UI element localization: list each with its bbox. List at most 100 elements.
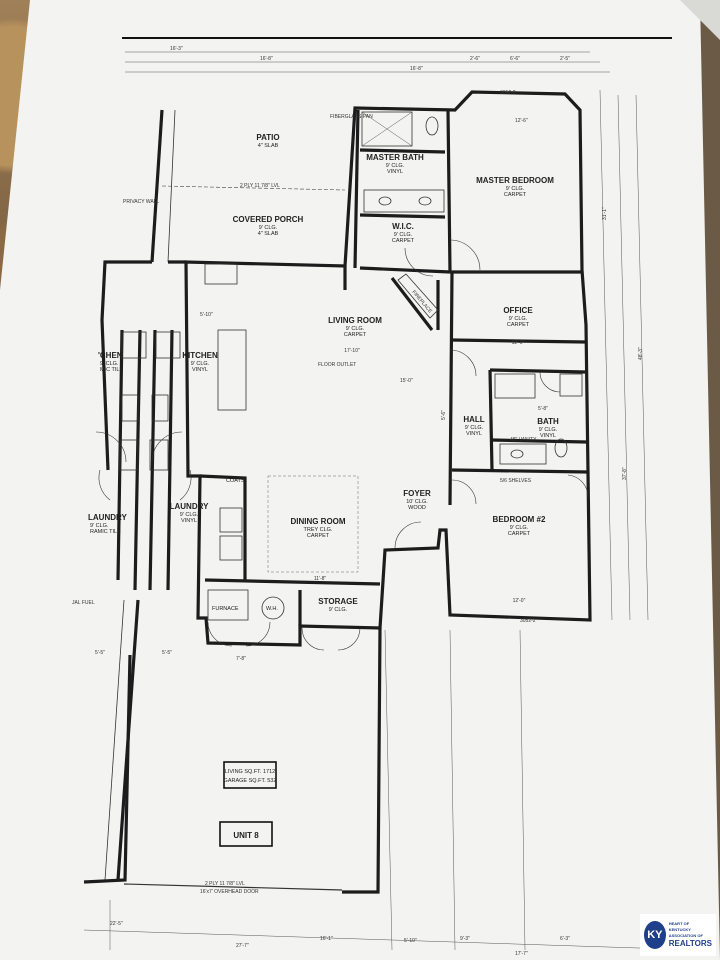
svg-text:TREY CLG.: TREY CLG. [304, 527, 333, 533]
dim-bottom-6: 6'-3" [560, 936, 570, 942]
jal-fuel-note: JAL FUEL [72, 600, 95, 606]
svg-text:9' CLG.: 9' CLG. [509, 316, 528, 322]
realtors-logo: KY HEART OF KENTUCKY ASSOCIATION OF REAL… [640, 914, 716, 956]
pantry-right [149, 439, 169, 471]
dim-top-3: 2'-6" [470, 56, 480, 62]
dim-right-1: 31'-1" [602, 207, 608, 220]
fiberglass-pan-note: FIBERGLASS PAN [330, 114, 373, 120]
shelves-note: 5/6 SHELVES [500, 478, 532, 484]
svg-text:9' CLG.: 9' CLG. [394, 232, 413, 238]
svg-text:BATH: BATH [537, 417, 559, 426]
dim-bottom-1: 22'-5" [110, 921, 123, 927]
tub [494, 373, 536, 399]
svg-text:DINING ROOM: DINING ROOM [290, 517, 345, 526]
svg-text:9' CLG.: 9' CLG. [259, 225, 278, 231]
svg-text:9' CLG.: 9' CLG. [386, 163, 405, 169]
svg-text:HALL: HALL [463, 415, 484, 424]
svg-text:9' CLG.: 9' CLG. [100, 361, 119, 367]
dim-bottom-4: 5'-10" [404, 938, 417, 944]
range-right [155, 331, 181, 359]
label-patio: PATIO 4" SLAB [256, 133, 279, 149]
overhead-door-beam: 2 PLY 11 7/8" LVL [205, 881, 245, 887]
floor-outlet-note: FLOOR OUTLET [318, 362, 356, 368]
ky-heart-icon: KY [644, 921, 666, 949]
svg-text:CARPET: CARPET [504, 192, 527, 198]
fridge-left [121, 394, 139, 422]
svg-text:VINYL: VINYL [387, 169, 403, 175]
window-bottom-label: 3052-2 [520, 618, 536, 624]
dim-garage-2: 5'-5" [162, 650, 172, 656]
living-sqft-note: LIVING SQ.FT. 1712 [225, 769, 275, 775]
toilet-master [425, 116, 439, 136]
pantry-left [119, 439, 139, 471]
dim-top-1: 16'-3" [170, 46, 183, 52]
dim-top-2: 16'-8" [260, 56, 273, 62]
svg-text:LAUNDRY: LAUNDRY [170, 502, 209, 511]
logo-line-1: HEART OF KENTUCKY [668, 921, 691, 932]
svg-text:PATIO: PATIO [256, 133, 279, 142]
label-wic: W.I.C. 9' CLG. CARPET [392, 222, 415, 244]
furnace-box [207, 589, 249, 621]
svg-text:'CHEN: 'CHEN [98, 351, 123, 360]
label-kitchen: KITCHEN 9' CLG. VINYL [182, 351, 218, 373]
unit-label: UNIT 8 [233, 831, 259, 840]
bath-vanity [499, 443, 547, 465]
svg-text:OFFICE: OFFICE [503, 306, 533, 315]
svg-text:STORAGE: STORAGE [318, 597, 358, 606]
kitchen-island [217, 329, 247, 411]
svg-text:9' CLG.: 9' CLG. [191, 361, 210, 367]
dim-top-2b: 16'-8" [410, 66, 423, 72]
toilet-bath [554, 438, 568, 458]
svg-text:9' CLG.: 9' CLG. [510, 525, 529, 531]
svg-text:VINYL: VINYL [181, 518, 197, 524]
svg-text:VINYL: VINYL [466, 431, 482, 437]
svg-text:10' CLG.: 10' CLG. [406, 499, 428, 505]
svg-text:9' CLG.: 9' CLG. [329, 607, 348, 613]
dim-bottom-2: 27'-7" [236, 943, 249, 949]
label-master-bath: MASTER BATH 9' CLG. VINYL [366, 153, 424, 175]
dim-kitchen-width: 5'-10" [200, 312, 213, 318]
svg-text:9' CLG.: 9' CLG. [539, 427, 558, 433]
bath-linen [559, 373, 583, 397]
svg-text:VINYL: VINYL [192, 367, 208, 373]
overhead-door-size: 16'x7' OVERHEAD DOOR [200, 889, 259, 895]
svg-text:9' CLG.: 9' CLG. [506, 186, 525, 192]
svg-text:BEDROOM #2: BEDROOM #2 [493, 515, 546, 524]
range-left [121, 331, 147, 359]
svg-text:CARPET: CARPET [507, 322, 530, 328]
svg-text:MASTER BEDROOM: MASTER BEDROOM [476, 176, 554, 185]
svg-text:17'-10": 17'-10" [344, 348, 360, 354]
label-foyer: FOYER 10' CLG. WOOD [403, 489, 431, 511]
label-wh: W.H. [266, 606, 278, 612]
svg-text:9' CLG.: 9' CLG. [90, 523, 109, 529]
svg-text:CARPET: CARPET [508, 531, 531, 537]
svg-text:RAMIC TILE: RAMIC TILE [90, 529, 121, 535]
label-bath: BATH 9' CLG. VINYL 48" VANITY [510, 417, 559, 443]
label-hall: HALL 9' CLG. VINYL [463, 415, 484, 437]
kitchen-sink [204, 263, 238, 285]
svg-text:LIVING ROOM: LIVING ROOM [328, 316, 382, 325]
svg-text:LAUNDRY: LAUNDRY [88, 513, 127, 522]
label-furnace: FURNACE [212, 606, 239, 612]
dim-bath-width: 5'-8" [538, 406, 548, 412]
water-heater [261, 596, 285, 620]
dim-master-width: 12'-6" [515, 118, 528, 124]
dim-bottom-7: 17'-7" [515, 951, 528, 957]
label-laundry-left: LAUNDRY 9' CLG. RAMIC TILE [88, 513, 127, 535]
svg-text:VINYL: VINYL [540, 433, 556, 439]
svg-text:W.I.C.: W.I.C. [392, 222, 414, 231]
paper-corner [680, 0, 720, 40]
svg-text:WOOD: WOOD [408, 505, 426, 511]
svg-text:9' CLG.: 9' CLG. [180, 512, 199, 518]
svg-text:11'-8": 11'-8" [314, 576, 327, 582]
unit-box [219, 821, 273, 847]
fridge-right [151, 394, 169, 422]
washer [219, 535, 243, 561]
svg-text:KITCHEN: KITCHEN [182, 351, 218, 360]
dim-right-3: 48'-3" [638, 347, 644, 360]
dim-garage-1: 5'-5" [95, 650, 105, 656]
dim-top-4: 6'-6" [510, 56, 520, 62]
